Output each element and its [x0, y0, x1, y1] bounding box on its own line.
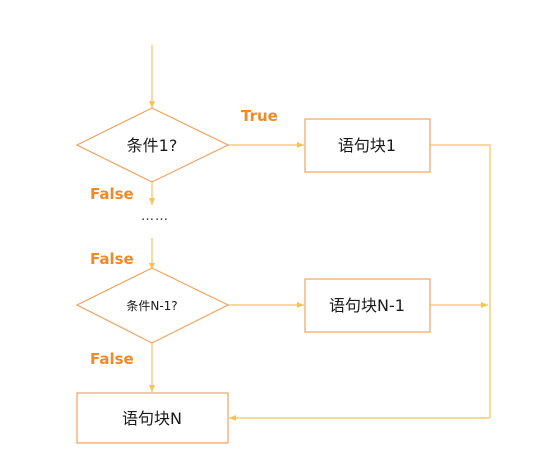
condition-1-text: 条件1?	[127, 136, 178, 155]
true-label: True	[241, 107, 278, 125]
condition-n-1-text: 条件N-1?	[126, 299, 177, 313]
statement-n-1-text: 语句块N-1	[329, 296, 405, 315]
connectors	[149, 45, 491, 421]
statement-1-text: 语句块1	[338, 136, 396, 155]
statement-n: 语句块N	[76, 392, 229, 444]
false-label-2: False	[90, 250, 134, 268]
condition-n-1: 条件N-1?	[75, 267, 230, 344]
ellipsis: ……	[141, 209, 169, 224]
statement-n-text: 语句块N	[122, 409, 182, 428]
condition-n-1-diamond	[75, 267, 230, 344]
statement-n-box	[76, 392, 229, 444]
condition-1: 条件1?	[75, 107, 230, 183]
statement1-merge-line	[430, 144, 491, 418]
condition-1-diamond	[75, 107, 230, 183]
statement-n-1: 语句块N-1	[304, 278, 431, 333]
statement-1: 语句块1	[304, 118, 431, 173]
statement-n-1-box	[304, 278, 431, 333]
false-label-1: False	[90, 185, 134, 203]
false-label-3: False	[90, 350, 134, 368]
statement-1-box	[304, 118, 431, 173]
